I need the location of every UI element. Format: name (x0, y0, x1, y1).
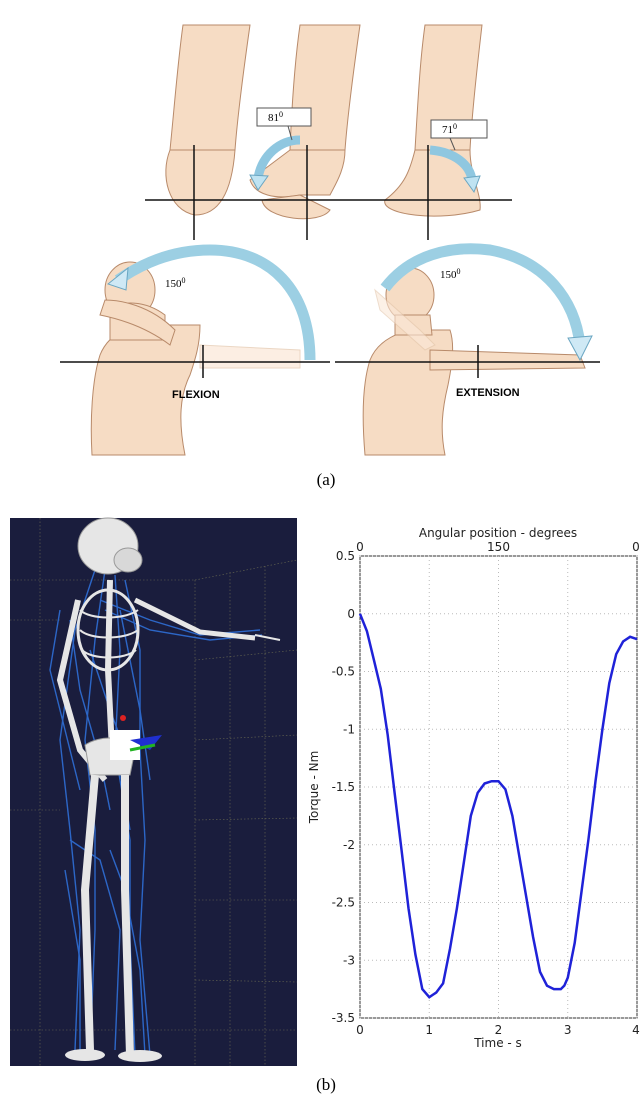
top-axis-tick-label: 0 (356, 540, 364, 554)
y-tick-label: -2 (343, 838, 355, 852)
top-axis-tick-labels: 0 150 0 (356, 540, 640, 554)
angle-label-150-flexion: 1500 (165, 276, 186, 290)
top-axis-tick-label: 150 (487, 540, 510, 554)
x-tick-label: 4 (632, 1023, 640, 1037)
x-tick-label: 0 (356, 1023, 364, 1037)
musculoskeletal-model-render (10, 518, 297, 1066)
y-tick-label: 0 (347, 607, 355, 621)
upper-arm-1 (166, 25, 250, 215)
angle-label-150-extension: 1500 (440, 267, 461, 281)
y-tick-label: -2.5 (332, 896, 355, 910)
y-tick-labels: 0.5 0 -0.5 -1 -1.5 -2 -2.5 -3 -3.5 (332, 549, 355, 1025)
caption-b: (b) (296, 1075, 356, 1095)
y-tick-label: -1 (343, 722, 355, 736)
y-tick-label: -3 (343, 953, 355, 967)
y-axis-label: Torque - Nm (307, 751, 321, 825)
chart-title: Angular position - degrees (419, 526, 577, 540)
y-tick-label: -1.5 (332, 780, 355, 794)
y-tick-label: -3.5 (332, 1011, 355, 1025)
flexion-figure (91, 262, 300, 455)
x-tick-label: 1 (425, 1023, 433, 1037)
y-tick-label: 0.5 (336, 549, 355, 563)
y-tick-label: -0.5 (332, 665, 355, 679)
x-tick-label: 2 (495, 1023, 503, 1037)
caption-a: (a) (296, 470, 356, 490)
x-tick-labels: 0 1 2 3 4 (356, 1023, 640, 1037)
flexion-label: FLEXION (172, 389, 220, 401)
figure-a-illustration: 810 710 1500 FLEXION 1500 EXTENSION (0, 0, 642, 460)
x-tick-label: 3 (564, 1023, 572, 1037)
x-axis-label: Time - s (473, 1036, 522, 1050)
top-axis-tick-label: 0 (632, 540, 640, 554)
extension-label: EXTENSION (456, 387, 520, 399)
